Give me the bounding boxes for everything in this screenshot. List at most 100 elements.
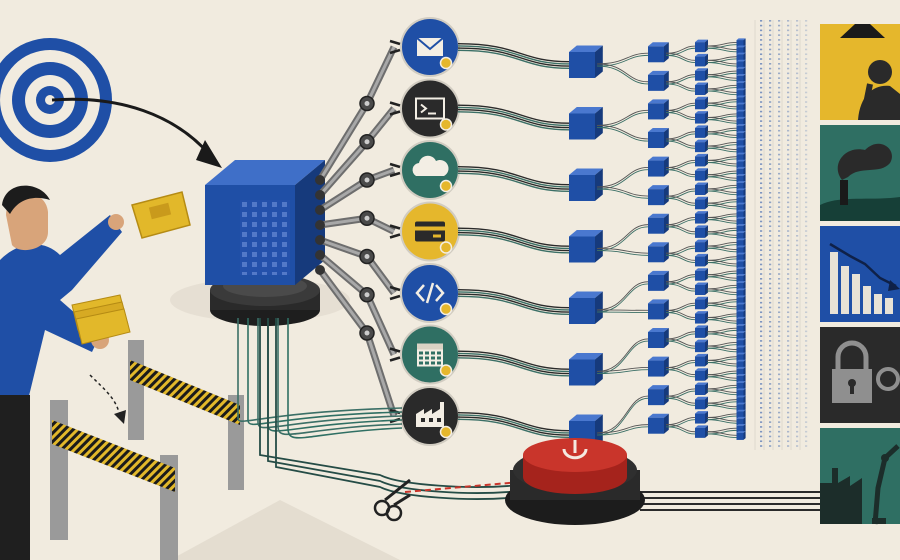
network-dot <box>778 39 781 41</box>
network-dot <box>805 149 808 151</box>
network-wire <box>706 290 737 296</box>
network-dot <box>769 53 772 56</box>
network-dot <box>787 158 790 161</box>
network-dot <box>805 91 808 94</box>
network-dot <box>769 58 772 60</box>
network-dot <box>805 29 808 32</box>
node-cube-icon <box>736 224 746 233</box>
network-dot <box>769 215 772 218</box>
network-dot <box>769 110 772 113</box>
network-dot <box>760 416 763 419</box>
network-wire <box>706 119 737 124</box>
node-cube-icon <box>736 159 746 169</box>
network-dot <box>760 48 763 51</box>
network-wire <box>665 388 696 397</box>
network-dot <box>760 63 763 65</box>
network-dot <box>805 435 808 438</box>
network-wire <box>665 362 696 371</box>
network-dot <box>760 254 763 256</box>
network-dot <box>787 445 790 447</box>
network-dot <box>778 101 781 103</box>
node-cube-icon <box>569 230 603 263</box>
network-wire <box>706 359 737 365</box>
network-dot <box>769 263 772 266</box>
node-cube-icon <box>736 374 746 383</box>
node-cube-icon <box>736 202 746 212</box>
arm-joint <box>315 265 325 275</box>
network-dot <box>778 163 781 165</box>
network-dot <box>805 182 808 185</box>
network-dot <box>787 282 790 285</box>
card-icon <box>131 191 191 239</box>
wire <box>237 318 403 423</box>
network-dot <box>760 239 763 242</box>
node-cube-icon <box>736 331 746 340</box>
network-dot <box>796 383 799 385</box>
credit-card-icon <box>400 201 460 262</box>
network-dot <box>796 149 799 151</box>
network-dot <box>760 278 763 280</box>
network-dot <box>760 215 763 218</box>
network-dot <box>805 373 808 376</box>
node-cube-icon <box>736 324 746 333</box>
network-wire <box>706 76 737 81</box>
network-dot <box>805 211 808 213</box>
network-dot <box>787 77 790 79</box>
network-dot <box>760 402 763 404</box>
network-dot <box>760 101 763 103</box>
network-dot <box>805 120 808 122</box>
network-dot <box>796 435 799 438</box>
network-wire <box>706 113 737 118</box>
network-dot <box>769 125 772 127</box>
node-cube-icon <box>695 396 708 410</box>
network-dot <box>787 354 790 357</box>
network-dot <box>760 110 763 113</box>
network-dot <box>805 63 808 65</box>
network-dot <box>769 63 772 65</box>
network-dot <box>778 383 781 385</box>
network-dot <box>769 368 772 371</box>
network-wire <box>706 262 737 267</box>
network-dot <box>787 387 790 390</box>
status-dot <box>439 118 453 131</box>
network-wire <box>665 133 696 142</box>
network-dot <box>805 249 808 251</box>
network-dot <box>778 182 781 185</box>
network-wire <box>596 369 649 375</box>
network-dot <box>760 354 763 357</box>
network-dot <box>796 168 799 170</box>
network-dot <box>796 445 799 447</box>
network-wire <box>665 245 696 254</box>
network-dot <box>805 340 808 342</box>
network-dot <box>769 301 772 304</box>
network-wire <box>706 247 737 253</box>
network-dot <box>769 158 772 161</box>
node-cube-icon <box>736 416 746 426</box>
power-icon[interactable] <box>505 438 645 525</box>
network-dot <box>796 196 799 199</box>
network-dot <box>769 86 772 89</box>
network-dot <box>796 258 799 261</box>
network-dot <box>796 292 799 294</box>
gripper-icon <box>389 162 401 178</box>
network-dot <box>796 402 799 404</box>
network-dot <box>778 301 781 304</box>
cloud-icon <box>400 140 460 200</box>
network-dot <box>796 387 799 390</box>
network-dot <box>787 187 790 189</box>
network-dot <box>787 268 790 271</box>
network-dot <box>796 278 799 280</box>
gripper-icon <box>389 101 401 116</box>
network-wire <box>596 395 649 434</box>
network-dot <box>760 187 763 189</box>
network-dot <box>805 292 808 294</box>
network-dot <box>769 445 772 447</box>
network-dot <box>769 134 772 137</box>
network-dot <box>796 397 799 400</box>
network-wire <box>706 199 737 204</box>
node-cube-icon <box>695 368 708 381</box>
network-dot <box>796 249 799 251</box>
network-dot <box>796 282 799 285</box>
network-dot <box>769 325 772 328</box>
